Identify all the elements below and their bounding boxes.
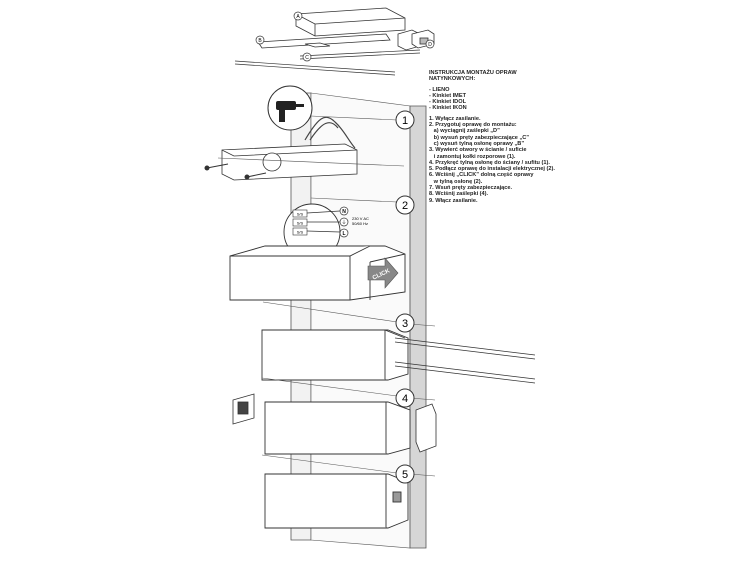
step-item: a) wyciągnij zaślepki „D”: [429, 128, 500, 135]
step-item: 2. Przygotuj oprawę do montażu:: [429, 122, 517, 129]
model-item: - LIENO: [429, 86, 450, 93]
step-leader-1b: [217, 157, 405, 167]
step-item: 1. Wyłącz zasilanie.: [429, 115, 481, 122]
step-leader-4: [261, 377, 398, 397]
model-item: - Kinkiet IKON: [429, 105, 467, 112]
part-label-b-text: B: [258, 38, 262, 44]
part-label-d-text: D: [428, 42, 432, 48]
fixture-step-4: [264, 401, 411, 455]
part-b-back-cover: [257, 33, 391, 49]
part-label-c: [302, 52, 312, 62]
step-leader-5: [261, 454, 398, 474]
part-label-d: [425, 39, 435, 49]
frequency-text: 50/60 Hz: [352, 221, 368, 226]
step-item: c) wysuń tylną osłonę oprawy „B”: [429, 140, 525, 147]
terminal-label-2: S/S: [297, 221, 304, 226]
symbol-n: N: [342, 209, 346, 215]
drill-icon: [276, 101, 304, 122]
model-item: - Kinkiet IDOL: [429, 99, 466, 106]
voltage-text: 230 V AC: [352, 216, 369, 221]
part-d-end-caps: [397, 29, 435, 51]
step-item: 6. Wciśnij „CLICK” dolną część oprawy: [429, 172, 534, 179]
step-item: b) wysuń pręty zabezpieczające „C”: [429, 134, 530, 141]
end-cap-left: [232, 393, 255, 425]
step-number-5: 5: [402, 469, 408, 481]
part-label-a-text: A: [296, 14, 300, 20]
model-item: - Kinkiet IMET: [429, 92, 466, 99]
terminal-block: S/S S/S S/S: [292, 209, 341, 236]
terminal-label-1: S/S: [297, 212, 304, 217]
fixture-step-3: [261, 329, 409, 381]
step-number-1: 1: [402, 115, 408, 127]
terminal-label-3: S/S: [297, 230, 304, 235]
instructions-panel: INSTRUKCJA MONTAŻU OPRAW NATYNKOWYCH: - …: [429, 70, 659, 204]
step-number-4: 4: [402, 393, 408, 405]
step-leader-3: [262, 301, 398, 323]
step-item: 8. Wciśnij zaślepki (4).: [429, 191, 489, 198]
step-leader-2: [310, 197, 398, 203]
part-label-a: [293, 11, 303, 21]
wiring-symbols: N ⏚ L 230 V AC 50/60 Hz: [339, 206, 369, 238]
step-circles: 1 2 3 4 5: [395, 110, 415, 484]
part-label-b: [255, 35, 265, 45]
fixture-step-5: [264, 473, 409, 529]
instructions-title-line2: NATYNKOWYCH:: [429, 76, 476, 83]
step-item: 4. Przykręć tylną osłonę do ściany / suf…: [429, 159, 550, 166]
part-a-housing: [295, 7, 406, 37]
click-arrow: CLICK: [367, 257, 399, 289]
step-number-2: 2: [402, 200, 408, 212]
fixture-step-2: [229, 245, 406, 301]
step-item: 5. Podłącz oprawę do instalacji elektryc…: [429, 166, 555, 173]
part-c-rods: [234, 49, 421, 76]
step-item: i zamontuj kołki rozporowe (1).: [429, 153, 516, 160]
step-leader-1: [310, 115, 398, 121]
wire-bundle: [304, 116, 356, 149]
symbol-l: L: [342, 231, 345, 237]
step-item: 9. Włącz zasilanie.: [429, 197, 478, 204]
models-list: - LIENO - Kinkiet IMET - Kinkiet IDOL - …: [429, 87, 659, 112]
end-cap-right: [415, 403, 437, 453]
screws: [204, 163, 267, 180]
mount-bracket: [221, 143, 358, 181]
steps-list: 1. Wyłącz zasilanie. 2. Przygotuj oprawę…: [429, 116, 659, 204]
step-number-3: 3: [402, 318, 408, 330]
part-label-c-text: C: [305, 55, 309, 61]
step-item: w tylną osłonę (2).: [429, 178, 483, 185]
instructions-title-line1: INSTRUKCJA MONTAŻU OPRAW: [429, 70, 517, 76]
symbol-earth: ⏚: [341, 219, 346, 226]
security-rods: [394, 337, 536, 384]
step-item: 3. Wywierć otwory w ścianie / suficie: [429, 147, 527, 154]
step-item: 7. Wsuń pręty zabezpieczające.: [429, 185, 513, 192]
